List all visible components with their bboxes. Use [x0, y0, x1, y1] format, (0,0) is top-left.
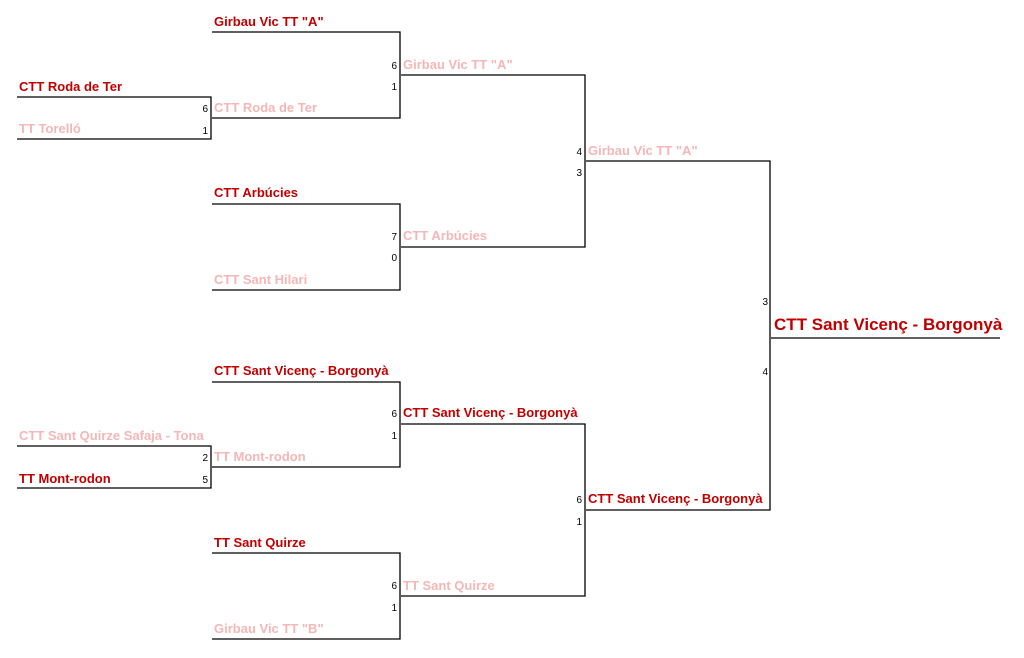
- prelim-1-top-score: 6: [202, 104, 208, 115]
- prelim-1-bottom-score: 1: [202, 126, 208, 137]
- sf-1-top-score: 4: [576, 147, 582, 158]
- qf-4-top-team: TT Sant Quirze: [214, 535, 306, 550]
- qf-4-top-score: 6: [391, 581, 397, 592]
- champion-team: CTT Sant Vicenç - Borgonyà: [774, 315, 1003, 334]
- qf-1-connector: [212, 31, 401, 119]
- prelim-1-bottom-team: TT Torelló: [19, 121, 81, 136]
- qf-1-bottom-score: 1: [391, 82, 397, 93]
- qf-3-bottom-team: TT Mont-rodon: [214, 449, 306, 464]
- qf-2-connector: [212, 203, 401, 291]
- prelim-1-connector: [17, 96, 212, 140]
- qf-3-connector: [212, 381, 401, 468]
- qf-4-bottom-team: Girbau Vic TT "B": [214, 621, 324, 636]
- final-connector: [586, 160, 771, 511]
- qf-2-top-score: 7: [391, 232, 397, 243]
- prelim-2-bottom-score: 5: [202, 475, 208, 486]
- sf-1-bottom-score: 3: [576, 168, 582, 179]
- sf-1-top-team: Girbau Vic TT "A": [403, 57, 513, 72]
- sf-1-connector: [401, 74, 586, 248]
- qf-2-bottom-team: CTT Sant Hilari: [214, 272, 307, 287]
- prelim-2-connector: [17, 445, 212, 489]
- qf-1-top-score: 6: [391, 61, 397, 72]
- qf-3-top-score: 6: [391, 409, 397, 420]
- qf-2-bottom-score: 0: [391, 253, 397, 264]
- sf-2-connector: [401, 423, 586, 597]
- final-bottom-team: CTT Sant Vicenç - Borgonyà: [588, 491, 763, 506]
- qf-1-bottom-team: CTT Roda de Ter: [214, 100, 317, 115]
- prelim-2-top-score: 2: [202, 453, 208, 464]
- sf-2-bottom-team: TT Sant Quirze: [403, 578, 495, 593]
- bracket-lines: [17, 31, 1000, 640]
- sf-2-top-score: 6: [576, 495, 582, 506]
- final-top-score: 3: [762, 297, 768, 308]
- final-bottom-score: 4: [762, 367, 768, 378]
- qf-2-top-team: CTT Arbúcies: [214, 185, 298, 200]
- final-top-team: Girbau Vic TT "A": [588, 143, 698, 158]
- prelim-1-top-team: CTT Roda de Ter: [19, 79, 122, 94]
- sf-2-top-team: CTT Sant Vicenç - Borgonyà: [403, 405, 578, 420]
- sf-1-bottom-team: CTT Arbúcies: [403, 228, 487, 243]
- qf-3-top-team: CTT Sant Vicenç - Borgonyà: [214, 363, 389, 378]
- prelim-2-top-team: CTT Sant Quirze Safaja - Tona: [19, 428, 204, 443]
- prelim-2-bottom-team: TT Mont-rodon: [19, 471, 111, 486]
- sf-2-bottom-score: 1: [576, 517, 582, 528]
- qf-4-connector: [212, 552, 401, 640]
- qf-4-bottom-score: 1: [391, 603, 397, 614]
- qf-3-bottom-score: 1: [391, 431, 397, 442]
- qf-1-top-team: Girbau Vic TT "A": [214, 14, 324, 29]
